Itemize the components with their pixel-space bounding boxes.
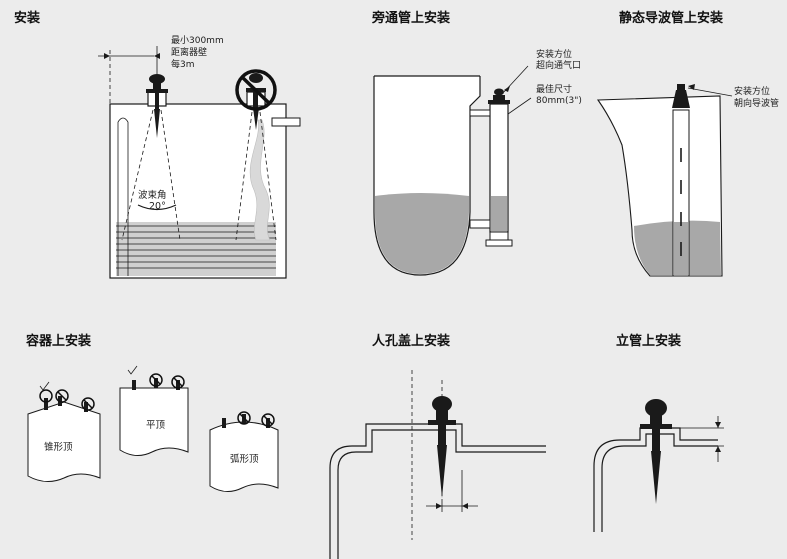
bypass-note-best: 最佳尺寸 (536, 83, 572, 95)
vessel-top-title: 容器上安装 (25, 333, 91, 349)
install-note-per: 每3m (171, 58, 195, 70)
section-manhole: 人孔盖上安装 (329, 333, 546, 559)
install-forbid-icon (235, 69, 277, 111)
install-liquid (116, 222, 276, 276)
bypass-title: 旁通管上安装 (371, 10, 450, 26)
bypass-radar-sensor (488, 88, 510, 104)
install-title: 安装 (14, 10, 40, 26)
riser-radar-sensor (640, 399, 672, 504)
vessel-cone-top: 锥形顶 (27, 381, 101, 482)
install-beam-angle-value: 20° (149, 201, 166, 212)
stilling-note-direction: 安装方位 (734, 85, 770, 97)
install-beam-right (160, 109, 181, 241)
vessel-arc-top: 弧形顶 (209, 411, 279, 492)
manhole-title: 人孔盖上安装 (372, 333, 450, 349)
install-note-min: 最小300mm (171, 35, 224, 46)
install-beam-angle-label: 波束角 (138, 189, 167, 201)
section-vessel-top: 容器上安装 锥形顶 平顶 (25, 333, 279, 492)
install-note-wall: 距离器壁 (171, 46, 207, 58)
riser-title: 立管上安装 (616, 333, 681, 349)
vessel-flat-top: 平顶 (119, 365, 189, 456)
section-riser: 立管上安装 (593, 333, 724, 532)
section-install: 安装 (14, 10, 301, 279)
install-beam-arc (137, 204, 177, 211)
label-flat-top: 平顶 (146, 420, 166, 431)
label-cone-top: 锥形顶 (44, 441, 73, 453)
bypass-note-size: 80mm(3") (536, 96, 582, 106)
install-inflow-stream (249, 119, 271, 241)
section-bypass: 旁通管上安装 安装方位 超向通气口 最佳尺寸 80mm(3") (371, 10, 582, 276)
stilling-title: 静态导波管上安装 (619, 10, 723, 26)
stilling-note-tube: 朝向导波管 (734, 97, 779, 109)
bypass-note-direction: 安装方位 (536, 48, 572, 60)
install-radar-sensor (146, 74, 168, 138)
bypass-vessel-liquid (375, 193, 469, 274)
install-side-inlet (271, 117, 301, 127)
manhole-vessel-wall (329, 423, 546, 559)
bypass-note-vent: 超向通气口 (536, 59, 581, 71)
label-arc-top: 弧形顶 (230, 453, 259, 465)
stilling-radar-sensor (672, 84, 690, 108)
install-beam-left (121, 109, 154, 241)
section-stilling: 静态导波管上安装 安装方位 朝向导波管 (596, 10, 779, 277)
